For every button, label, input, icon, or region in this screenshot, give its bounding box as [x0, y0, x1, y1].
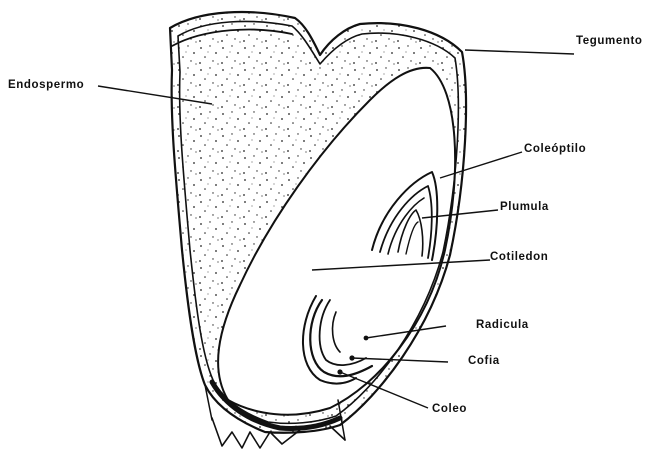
- label-cotiledon: Cotiledon: [490, 251, 548, 263]
- label-tegumento: Tegumento: [576, 35, 643, 47]
- label-coleo: Coleo: [432, 403, 467, 415]
- label-plumula: Plumula: [500, 201, 549, 213]
- label-radicula: Radicula: [476, 319, 529, 331]
- leader-tegumento: [465, 50, 574, 54]
- label-endospermo: Endospermo: [8, 79, 84, 91]
- label-cofia: Cofia: [468, 355, 500, 367]
- label-coleoptilo: Coleóptilo: [524, 143, 586, 155]
